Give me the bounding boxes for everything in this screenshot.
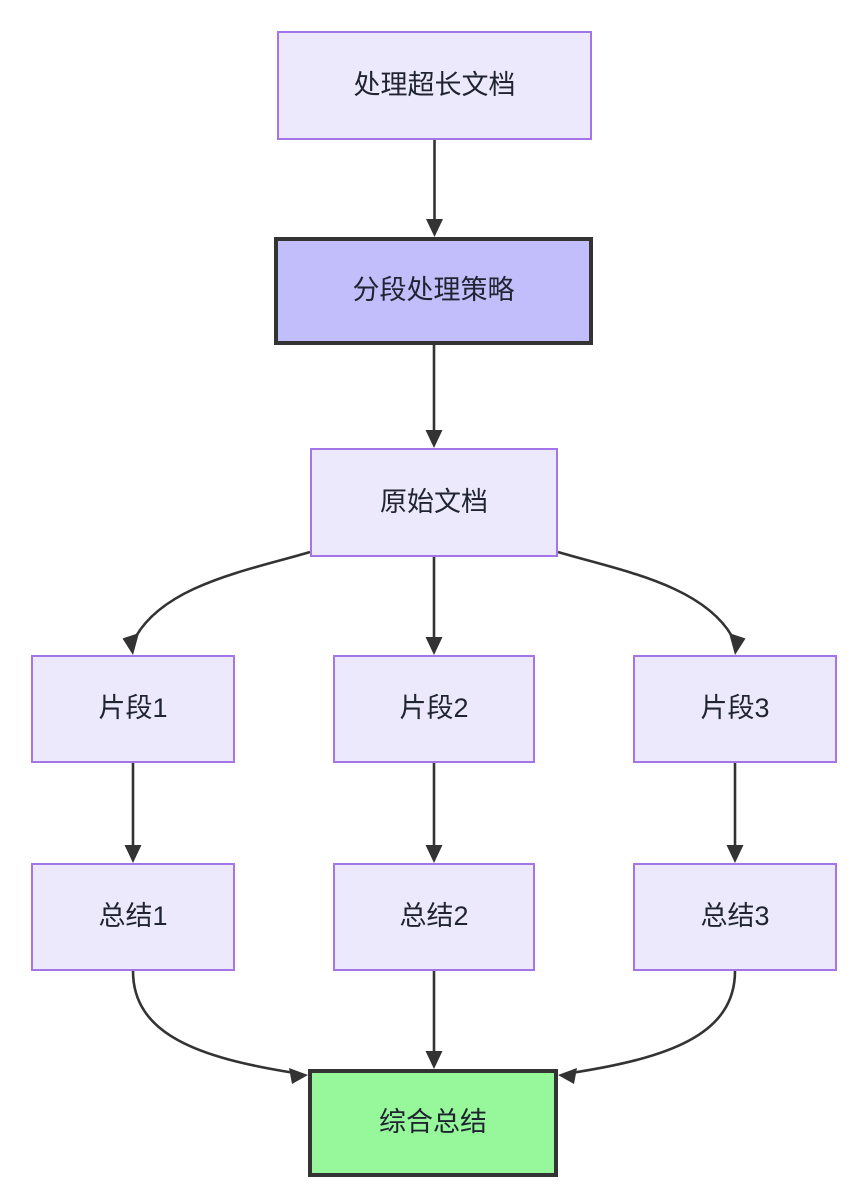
- node-label: 总结1: [98, 901, 168, 932]
- node-chunking-strategy[interactable]: 分段处理策略: [274, 237, 593, 345]
- node-label: 片段1: [98, 693, 168, 724]
- edge-root-to-strategy: [426, 140, 443, 237]
- node-label: 片段2: [399, 693, 469, 724]
- node-label: 综合总结: [379, 1107, 487, 1138]
- edge-source-to-chunk3: [557, 550, 746, 655]
- edge-source-to-chunk2: [425, 557, 443, 655]
- edge-summary3-to-final: [558, 970, 737, 1084]
- edge-summary1-to-final: [131, 970, 308, 1084]
- node-label: 总结2: [399, 901, 469, 932]
- node-source-document[interactable]: 原始文档: [310, 448, 558, 557]
- node-chunk-2[interactable]: 片段2: [333, 655, 535, 763]
- node-label: 总结3: [700, 901, 770, 932]
- node-summary-3[interactable]: 总结3: [633, 863, 837, 971]
- node-label: 片段3: [700, 693, 770, 724]
- edge-chunk1-to-summary1: [124, 763, 142, 863]
- node-label: 原始文档: [380, 486, 488, 517]
- node-process-long-document[interactable]: 处理超长文档: [277, 31, 592, 140]
- edge-chunk3-to-summary3: [726, 763, 744, 863]
- edge-strategy-to-source: [425, 345, 443, 448]
- node-combined-summary[interactable]: 综合总结: [308, 1069, 558, 1177]
- edge-summary2-to-final: [425, 971, 443, 1069]
- node-chunk-3[interactable]: 片段3: [633, 655, 837, 763]
- node-label: 分段处理策略: [352, 275, 515, 306]
- edge-chunk2-to-summary2: [425, 763, 443, 863]
- node-label: 处理超长文档: [353, 69, 516, 100]
- node-chunk-1[interactable]: 片段1: [31, 655, 235, 763]
- node-summary-1[interactable]: 总结1: [31, 863, 235, 971]
- edge-source-to-chunk1: [122, 550, 311, 655]
- node-summary-2[interactable]: 总结2: [333, 863, 535, 971]
